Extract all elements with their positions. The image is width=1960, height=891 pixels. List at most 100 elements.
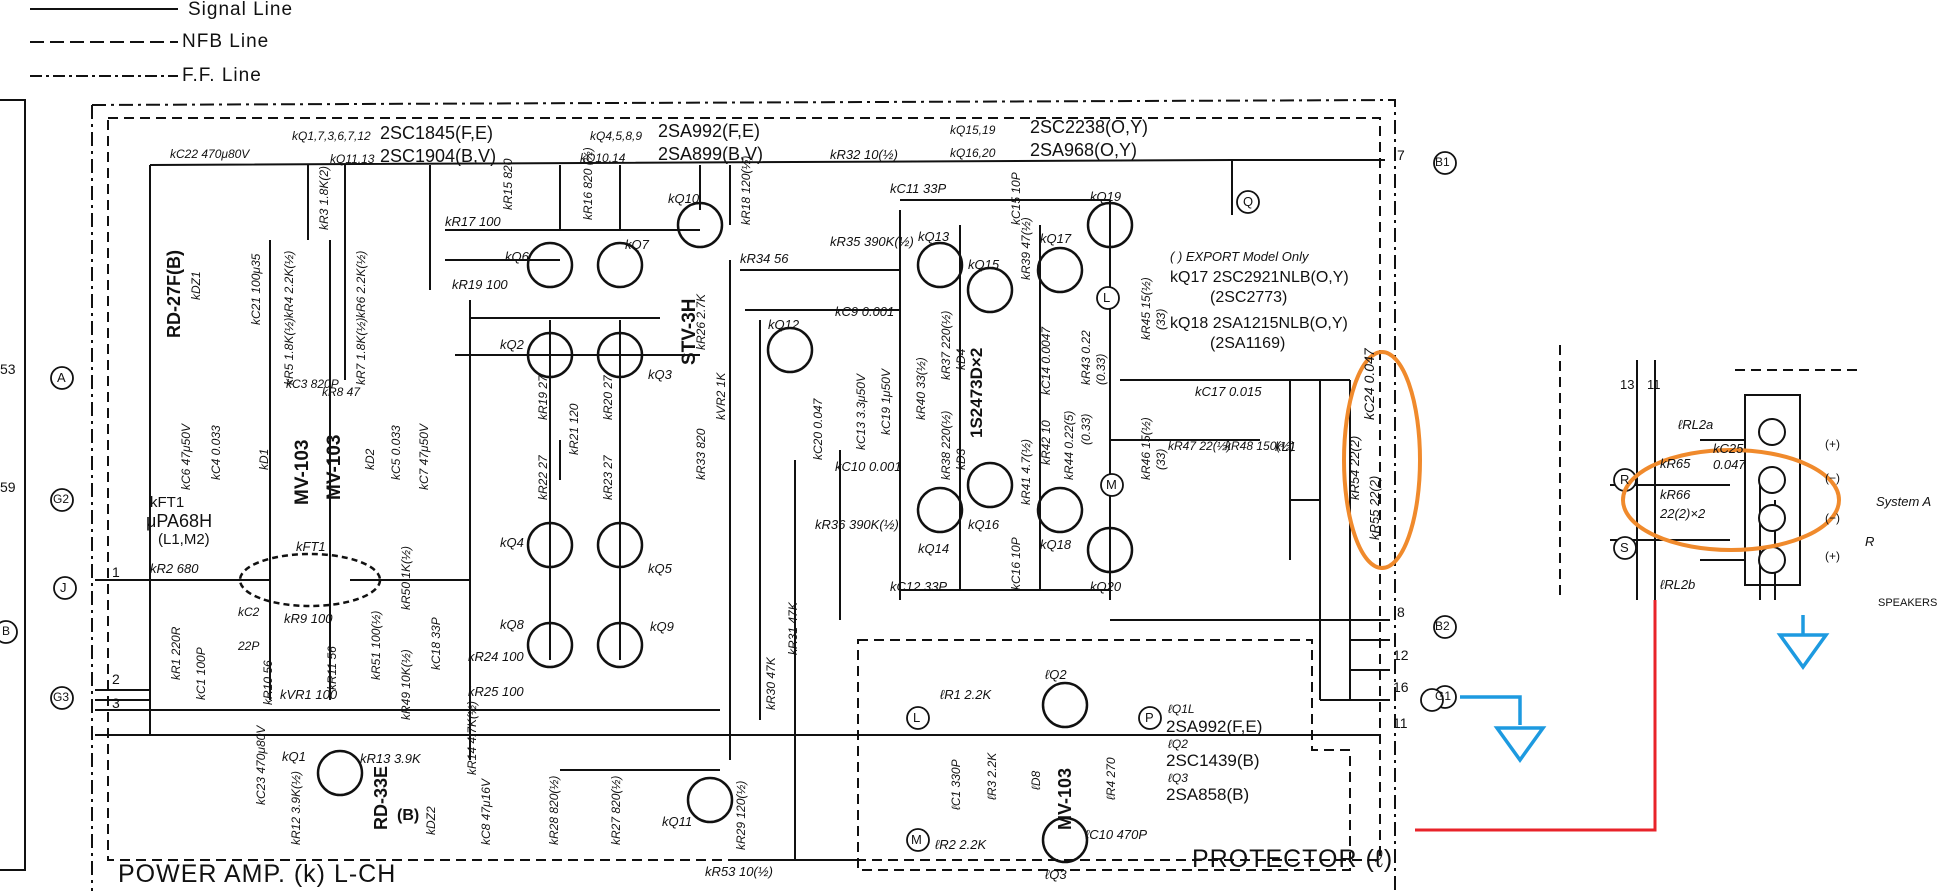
legend-signal-label: Signal Line bbox=[188, 0, 294, 20]
kr19b-label: kR19 27 bbox=[536, 375, 550, 420]
kdz2-label: kDZ2 bbox=[424, 806, 438, 835]
kr46-label: kR46 15(½) bbox=[1139, 417, 1153, 480]
kr23-label: kR23 27 bbox=[601, 455, 615, 500]
protector-frame bbox=[857, 639, 1351, 871]
kc7-label: kC7 47μ50V bbox=[417, 424, 431, 490]
connector-r-spk[interactable]: R bbox=[1620, 472, 1630, 487]
connector-g2-left[interactable]: G2 bbox=[53, 492, 70, 506]
transistor-symbols bbox=[238, 201, 1134, 864]
wire-num-59: 59 bbox=[0, 479, 16, 495]
kr10-label: kR10 56 bbox=[261, 660, 275, 705]
kc20-label: kC20 0.047 bbox=[811, 398, 825, 460]
kr45b-label: (33) bbox=[1154, 308, 1168, 330]
kq-list-4-part: 2SA899(B,V) bbox=[658, 144, 764, 164]
kq20-symbol bbox=[1086, 526, 1134, 574]
kft1-body: kFT1 bbox=[296, 539, 326, 554]
kc24-label: kC24 0.047 bbox=[1361, 348, 1377, 420]
speaker-system-label: System A bbox=[1876, 494, 1932, 509]
kq-list-5-refs: kQ15,19 bbox=[950, 123, 996, 137]
outer-frame bbox=[91, 98, 1396, 891]
kr47-label: kR47 22(½) bbox=[1168, 439, 1231, 453]
kr51-label: kR51 100(½) bbox=[369, 610, 383, 680]
connector-s-spk[interactable]: S bbox=[1620, 540, 1629, 555]
speaker-terminals bbox=[1758, 418, 1786, 574]
connector-l-prot[interactable]: L bbox=[913, 710, 921, 725]
lq3-symbol bbox=[1041, 816, 1089, 864]
connector-g3[interactable]: G3 bbox=[53, 690, 70, 704]
kr32-label: kR32 10(½) bbox=[830, 147, 898, 162]
kr11-label: kR11 56 bbox=[325, 646, 339, 690]
kc18-label: kC18 33P bbox=[429, 617, 443, 670]
kq-list-6-part: 2SA968(O,Y) bbox=[1030, 140, 1138, 160]
connector-a[interactable]: A bbox=[57, 370, 66, 385]
connector-m-prot[interactable]: M bbox=[911, 832, 922, 847]
kr35-label: kR35 390K(½) bbox=[830, 234, 914, 249]
kl1-label: kL1 bbox=[1275, 439, 1296, 454]
kc6-label: kC6 47μ50V bbox=[179, 424, 193, 490]
kq-list-2-part: 2SC1904(B,V) bbox=[380, 146, 497, 166]
wire-num-53: 53 bbox=[0, 361, 16, 377]
kq-list-3-refs: kQ4,5,8,9 bbox=[590, 129, 643, 143]
kq3-ref: kQ3 bbox=[648, 367, 672, 382]
kq16-symbol bbox=[966, 461, 1014, 509]
power-amp-frame bbox=[107, 117, 1381, 861]
connector-m[interactable]: M bbox=[1106, 477, 1117, 492]
mv103-b-label: MV-103 bbox=[324, 434, 345, 500]
kr18-label: kR18 120(½) bbox=[739, 155, 753, 225]
protector-title: PROTECTOR (ℓ) bbox=[1192, 845, 1394, 873]
connector-b2[interactable]: B2 bbox=[1435, 619, 1450, 633]
connector-b1[interactable]: B1 bbox=[1435, 155, 1450, 169]
rd33e-grade: (B) bbox=[397, 807, 420, 824]
lr4-label: ℓR4 270 bbox=[1104, 757, 1118, 800]
kr38-label: kR38 220(½) bbox=[939, 410, 953, 480]
kr3-label: kR3 1.8K(2) bbox=[317, 165, 331, 230]
kr16-label: kR16 820 (½) bbox=[581, 147, 595, 220]
kd1-label: kD1 bbox=[257, 448, 271, 470]
kc12-label: kC12 33P bbox=[890, 579, 948, 594]
kr12-label: kR12 3.9K(½) bbox=[289, 770, 303, 845]
kr29-label: kR29 120(½) bbox=[734, 780, 748, 850]
lq3-ref: ℓQ3 bbox=[1045, 867, 1067, 882]
kr53-label: kR53 10(½) bbox=[705, 864, 773, 879]
kq-list-3-part: 2SA992(F,E) bbox=[658, 121, 761, 141]
connector-b-left[interactable]: B bbox=[2, 624, 11, 638]
kr40-label: kR40 33(½) bbox=[914, 357, 928, 420]
connector-q[interactable]: Q bbox=[1243, 194, 1254, 209]
kr14-label: kR14 4.7K(½) bbox=[465, 700, 479, 775]
kft1-part: μPA68H bbox=[146, 511, 213, 531]
kr25-label: kR25 100 bbox=[468, 684, 524, 699]
kc21-label: kC21 100μ35 bbox=[249, 253, 263, 325]
kvr1-label: kVR1 100 bbox=[280, 687, 338, 702]
kr43b-label: (0.33) bbox=[1094, 353, 1108, 385]
kr48-label: kR48 150(½) bbox=[1225, 439, 1295, 453]
connector-j[interactable]: J bbox=[60, 580, 67, 595]
kr2-label: kR2 680 bbox=[150, 561, 199, 576]
kq2-ref: kQ2 bbox=[500, 337, 524, 352]
connector-g1[interactable]: G1 bbox=[1435, 689, 1452, 703]
kq-list-6-refs: kQ16,20 bbox=[950, 146, 996, 160]
ground-wire-g1 bbox=[1460, 695, 1522, 725]
lr2-label: ℓR2 2.2K bbox=[935, 837, 987, 852]
kq9-symbol bbox=[596, 621, 644, 669]
lc10-label: ℓC10 470P bbox=[1085, 827, 1148, 842]
kq20-ref: kQ20 bbox=[1090, 579, 1122, 594]
connector-l[interactable]: L bbox=[1103, 290, 1111, 305]
kr44-label: kR44 0.22(5) bbox=[1062, 410, 1076, 480]
orange-ellipse-amp bbox=[1342, 350, 1422, 570]
wire-num-12: 12 bbox=[1393, 647, 1409, 663]
kr9-label: kR9 100 bbox=[284, 611, 333, 626]
speaker-minus-2: (−) bbox=[1825, 511, 1840, 525]
kc13-label: kC13 3.3μ50V bbox=[854, 374, 868, 450]
kft1-ref: kFT1 bbox=[150, 494, 185, 511]
speaker-plus-2: (+) bbox=[1825, 549, 1840, 563]
speaker-kc25: kC25 bbox=[1713, 441, 1744, 456]
kr24-label: kR24 100 bbox=[468, 649, 524, 664]
kc17-label: kC17 0.015 bbox=[1195, 384, 1262, 399]
connector-p[interactable]: P bbox=[1145, 710, 1154, 725]
kr4-label: kR4 2.2K(½) bbox=[282, 250, 296, 318]
kq13-symbol bbox=[916, 241, 964, 289]
kd3-label: kD3 bbox=[954, 448, 968, 470]
kr42-label: kR42 10 bbox=[1039, 420, 1053, 465]
kq9-ref: kQ9 bbox=[650, 619, 674, 634]
kr27-label: kR27 820(½) bbox=[609, 775, 623, 845]
